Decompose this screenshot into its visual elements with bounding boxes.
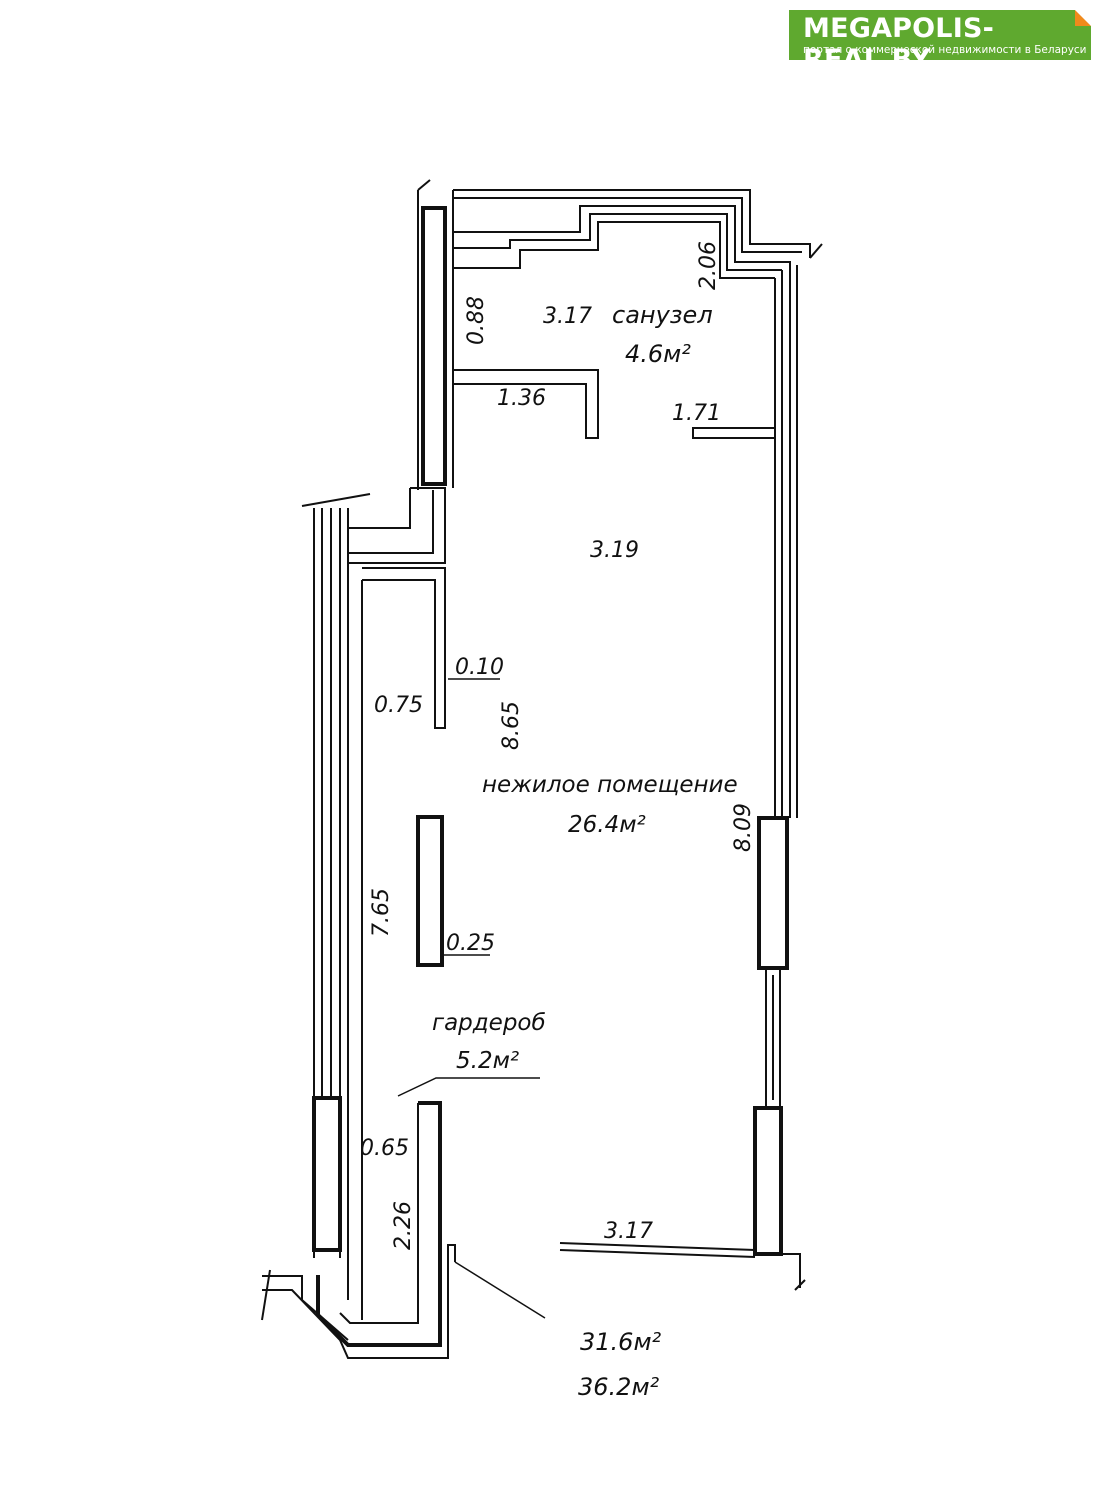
site-logo[interactable]: MEGAPOLIS-REAL.BY портал о коммерческой … <box>789 10 1091 75</box>
logo-tagline: портал о коммерческой недвижимости в Бел… <box>803 44 1087 56</box>
wall-top-line3 <box>453 205 791 275</box>
bathroom-name: санузел <box>612 301 713 329</box>
column-pillar <box>416 815 444 967</box>
bath-partition-left <box>453 369 599 439</box>
dim-8-65: 8.65 <box>499 701 524 750</box>
window-right-2 <box>753 1106 783 1256</box>
wardrobe-name: гардероб <box>432 1010 546 1036</box>
bottom-wall-b <box>559 1249 756 1258</box>
main-room-area: 26.4м² <box>568 812 646 838</box>
wardrobe-partition-top <box>362 567 446 729</box>
bathroom-area: 4.6м² <box>625 340 691 368</box>
wall-top-outer <box>453 189 811 258</box>
entrance-wall-thick <box>316 1101 442 1347</box>
dim-3-17-top: 3.17 <box>543 304 592 329</box>
wall-top-line4 <box>453 213 782 271</box>
dim-8-09: 8.09 <box>731 803 756 852</box>
bath-partition-right <box>692 427 775 439</box>
dim-1-36: 1.36 <box>497 386 546 411</box>
bottom-wall-a <box>559 1242 756 1251</box>
wall-break-left-mid <box>301 493 371 507</box>
dim-0-75: 0.75 <box>374 693 423 718</box>
dim-3-19: 3.19 <box>590 538 639 563</box>
walls <box>261 179 823 1359</box>
dim-0-88: 0.88 <box>464 296 489 345</box>
wall-break-right-top <box>809 243 823 259</box>
wall-break-top <box>417 179 431 191</box>
entrance-wall-outer <box>262 1244 456 1359</box>
main-room-name: нежилое помещение <box>482 772 738 798</box>
wall-top-line2 <box>453 197 802 253</box>
dim-3-17-bottom: 3.17 <box>604 1219 653 1244</box>
window-left <box>312 1096 342 1252</box>
wall-break-bottom-right <box>794 1279 806 1291</box>
entrance-wall-inner <box>339 1103 419 1324</box>
dim-1-71: 1.71 <box>672 401 721 426</box>
dim-2-06: 2.06 <box>696 241 721 290</box>
bottom-wall-right <box>781 1253 801 1288</box>
window-right-1 <box>757 816 789 970</box>
leader-total <box>454 1261 546 1319</box>
dim-0-25: 0.25 <box>446 931 495 956</box>
mid-step-outer <box>348 487 446 564</box>
entrance-wall-mid <box>262 1275 349 1341</box>
wardrobe-area: 5.2м² <box>456 1048 519 1074</box>
mid-step-inner <box>348 490 434 554</box>
logo-brand: MEGAPOLIS-REAL.BY <box>803 13 995 75</box>
dim-7-65: 7.65 <box>369 888 394 937</box>
wall-break-bottom-left <box>261 1269 271 1321</box>
dim-2-26: 2.26 <box>391 1201 416 1250</box>
total-area-2: 36.2м² <box>578 1373 660 1401</box>
total-area-1: 31.6м² <box>580 1328 662 1356</box>
dim-0-10: 0.10 <box>455 655 504 680</box>
dim-0-65: 0.65 <box>360 1136 409 1161</box>
mid-step-top <box>348 488 411 529</box>
leader-wardrobe <box>397 1077 540 1097</box>
wall-top-line5 <box>453 221 775 279</box>
wall-left-upper <box>421 206 447 486</box>
logo-corner-fold <box>1075 10 1091 26</box>
